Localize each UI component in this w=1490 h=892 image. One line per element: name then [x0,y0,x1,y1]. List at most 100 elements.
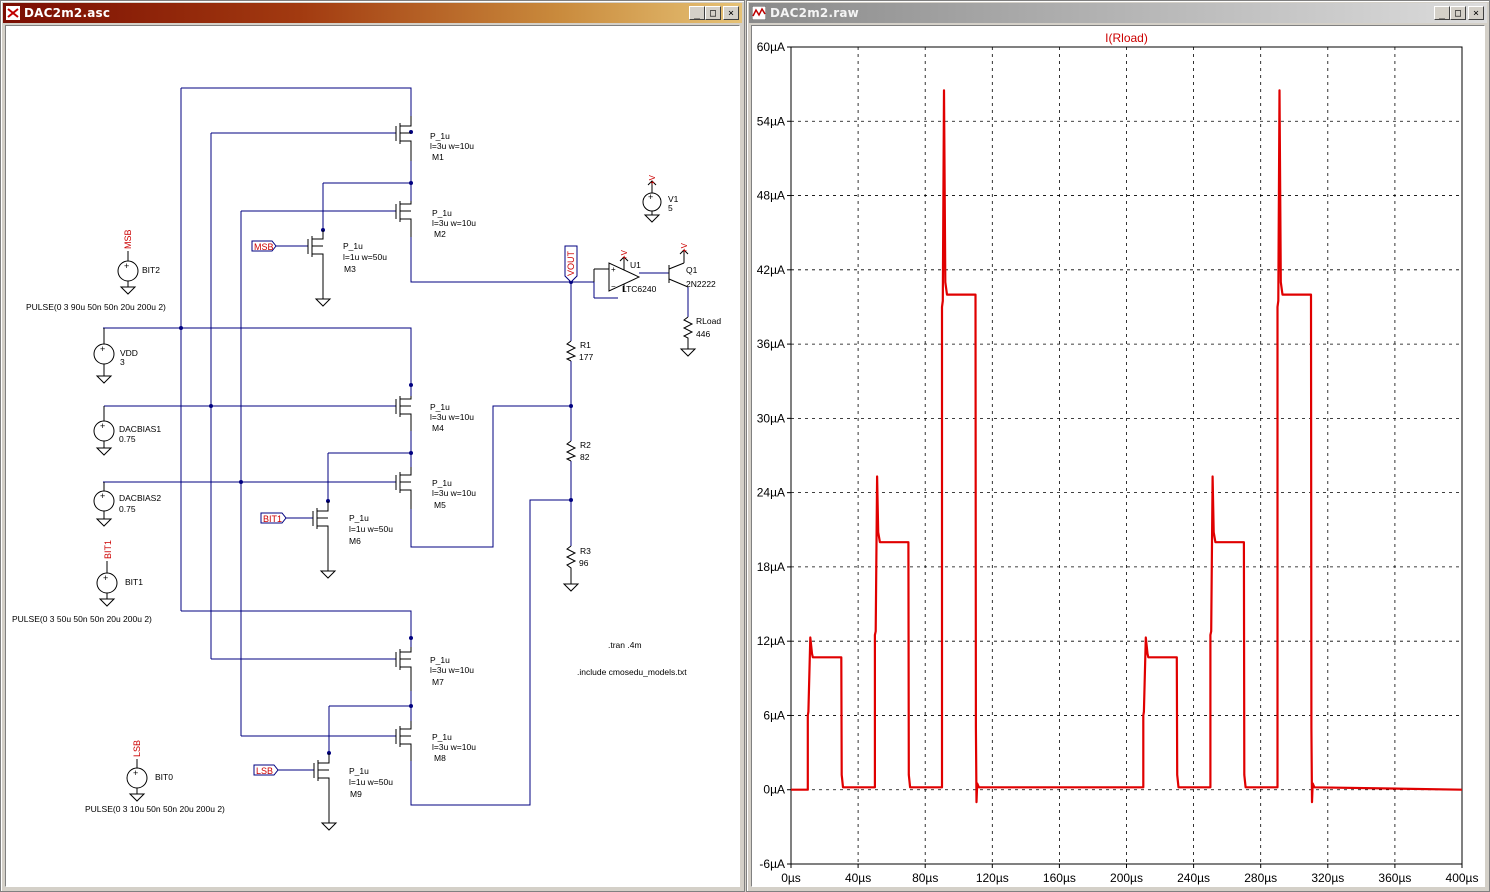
r1-ref: R1 [580,340,591,350]
m2-ref: M2 [434,229,446,239]
y-tick-label: 12µA [757,634,785,648]
voltage-sources [93,187,662,794]
dacbias2-value: 0.75 [119,504,136,514]
bit1-value: PULSE(0 3 50u 50n 50n 20u 200u 2) [12,614,152,624]
m6-ref: M6 [349,536,361,546]
maximize-button[interactable]: □ [1450,6,1466,20]
x-tick-label: 160µs [1043,871,1076,885]
waveform-title: DAC2m2.raw [770,6,859,20]
bit0-value: PULSE(0 3 10u 50n 50n 20u 200u 2) [85,804,225,814]
trace-label[interactable]: I(Rload) [1105,31,1148,45]
supply-arrows [619,180,689,263]
m5-size: l=3u w=10u [432,488,476,498]
u1-model: LTC6240 [622,284,657,294]
close-button[interactable]: × [1468,6,1484,20]
wires [103,87,689,806]
y-axis-ticks: 60µA54µA48µA42µA36µA30µA24µA18µA12µA6µA0… [757,40,791,871]
component-labels: R1 177 R2 82 R3 96 RLoad 446 U1 LTC6240 … [577,260,721,677]
junctions [179,130,573,755]
x-tick-label: 40µs [845,871,871,885]
m8-size: l=3u w=10u [432,742,476,752]
net-label-vout: VOUT [566,250,576,276]
bit2-value: PULSE(0 3 90u 50n 50n 20u 200u 2) [26,302,166,312]
x-tick-label: 400µs [1446,871,1479,885]
v1-value: 5 [668,203,673,213]
svg-text:+: + [133,768,138,778]
y-tick-label: 36µA [757,337,785,351]
bit0-name: BIT0 [155,772,173,782]
tran-directive: .tran .4m [608,640,642,650]
x-tick-label: 120µs [976,871,1009,885]
schematic-app-icon [6,6,20,20]
m7-size: l=3u w=10u [430,665,474,675]
m5-model: P_1u [432,478,452,488]
rload-ref: RLoad [696,316,721,326]
opamp-pins: +− [611,265,616,291]
waveform-app-icon [752,6,766,20]
schematic-window[interactable]: DAC2m2.asc _ □ × [0,0,745,892]
svg-text:+: + [100,344,105,354]
waveform-titlebar[interactable]: DAC2m2.raw _ □ × [749,3,1487,23]
supply-label-q1: +V [680,242,689,253]
r2-ref: R2 [580,440,591,450]
mosfet-labels: P_1u l=3u w=10u M1 P_1u l=3u w=10u M2 P_… [343,131,476,799]
y-tick-label: 30µA [757,411,785,425]
m4-ref: M4 [432,423,444,433]
supply-label-u1: +V [620,249,629,260]
y-tick-label: 18µA [757,560,785,574]
m8-ref: M8 [434,753,446,763]
schematic-drawing[interactable]: ++++ +++ +− [6,26,739,886]
m3-model: P_1u [343,241,363,251]
source-net-label-msb: MSB [123,229,133,249]
m6-size: l=1u w=50u [349,524,393,534]
m2-model: P_1u [432,208,452,218]
m9-model: P_1u [349,766,369,776]
schematic-title: DAC2m2.asc [24,6,111,20]
m3-ref: M3 [344,264,356,274]
x-tick-label: 320µs [1311,871,1344,885]
m3-size: l=1u w=50u [343,252,387,262]
m2-size: l=3u w=10u [432,218,476,228]
source-net-label-bit1: BIT1 [103,540,113,559]
x-tick-label: 200µs [1110,871,1143,885]
minimize-button[interactable]: _ [1434,6,1450,20]
x-tick-label: 360µs [1378,871,1411,885]
m4-size: l=3u w=10u [430,412,474,422]
svg-text:+: + [124,261,129,271]
y-tick-label: 6µA [763,708,785,722]
m4-model: P_1u [430,402,450,412]
r1-value: 177 [579,352,593,362]
m6-model: P_1u [349,513,369,523]
npn-symbol [668,256,689,288]
svg-text:+: + [100,421,105,431]
m8-model: P_1u [432,732,452,742]
maximize-button[interactable]: □ [705,6,721,20]
m7-model: P_1u [430,655,450,665]
close-button[interactable]: × [723,6,739,20]
m1-size: l=3u w=10u [430,141,474,151]
r3-ref: R3 [580,546,591,556]
m7-ref: M7 [432,677,444,687]
svg-text:−: − [611,282,616,291]
trace-i-rload[interactable] [791,89,1463,804]
m5-ref: M5 [434,500,446,510]
y-tick-label: 24µA [757,486,785,500]
dacbias1-value: 0.75 [119,434,136,444]
q1-model: 2N2222 [686,279,716,289]
svg-text:+: + [103,573,108,583]
m9-ref: M9 [350,789,362,799]
x-tick-label: 0µs [781,871,801,885]
svg-text:+: + [648,192,653,202]
minimize-button[interactable]: _ [689,6,705,20]
r3-value: 96 [579,558,589,568]
vdd-name: VDD [120,348,138,358]
opamp-symbol [593,262,641,292]
schematic-titlebar[interactable]: DAC2m2.asc _ □ × [3,3,742,23]
x-tick-label: 280µs [1244,871,1277,885]
m1-model: P_1u [430,131,450,141]
schematic-canvas[interactable]: ++++ +++ +− [5,25,740,887]
waveform-plot[interactable]: 60µA54µA48µA42µA36µA30µA24µA18µA12µA6µA0… [752,26,1484,886]
